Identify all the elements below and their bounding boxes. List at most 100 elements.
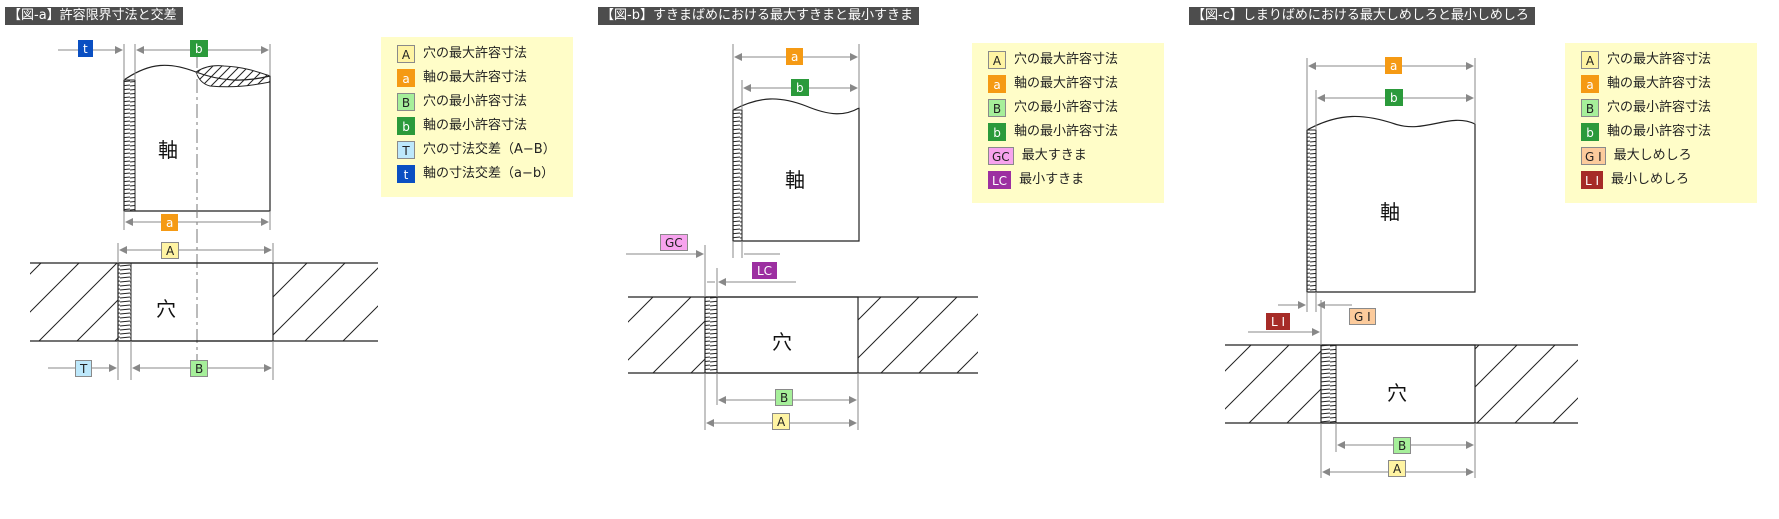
legend-text: 軸の最大許容寸法 xyxy=(1607,76,1712,91)
legend-swatch: B xyxy=(988,99,1006,117)
legend-item: B 穴の最小許容寸法 xyxy=(397,92,527,112)
legend-text: 軸の寸法交差（a−b） xyxy=(423,166,555,181)
panel-b-title: 【図-b】すきまばめにおける最大すきまと最小すきま xyxy=(598,7,919,25)
hole-wall-left xyxy=(628,297,705,373)
dim-label-B: B xyxy=(190,360,209,377)
hole-wall-left xyxy=(30,263,118,341)
legend-item: G I 最大しめしろ xyxy=(1581,146,1692,166)
dim-label-a: a xyxy=(786,48,804,65)
dim-label-A: A xyxy=(772,413,791,430)
dim-label-a: a xyxy=(1385,57,1403,74)
legend-text: 穴の最大許容寸法 xyxy=(1607,52,1712,67)
legend-swatch: b xyxy=(988,123,1006,141)
dim-label-t: t xyxy=(78,40,93,57)
shaft-label: 軸 xyxy=(1380,200,1400,224)
legend-swatch: L I xyxy=(1581,171,1604,189)
panel-c-title: 【図-c】しまりばめにおける最大しめしろと最小しめしろ xyxy=(1189,7,1535,25)
legend-text: 最大しめしろ xyxy=(1613,148,1692,163)
panel-c-drawing xyxy=(1225,58,1578,478)
dim-label-T: T xyxy=(75,360,93,377)
legend-text: 軸の最小許容寸法 xyxy=(423,118,528,133)
legend-swatch: B xyxy=(1581,99,1599,117)
legend-text: 最小しめしろ xyxy=(1611,172,1690,187)
legend-swatch: G I xyxy=(1581,147,1606,165)
legend-text: 穴の最小許容寸法 xyxy=(423,94,528,109)
legend-swatch: GC xyxy=(988,147,1014,165)
legend-swatch: A xyxy=(1581,51,1599,69)
panel-a-drawing xyxy=(30,44,378,380)
legend-swatch: A xyxy=(397,45,415,63)
legend-item: b 軸の最小許容寸法 xyxy=(1581,122,1711,142)
panel-b-drawing xyxy=(626,44,978,430)
dim-label-b: b xyxy=(1385,89,1403,106)
hole-wall-right xyxy=(858,297,978,373)
dim-label-LC: LC xyxy=(752,262,778,279)
dim-label-A: A xyxy=(1388,460,1407,477)
hole-wall-left xyxy=(1225,345,1321,423)
legend-item: A 穴の最大許容寸法 xyxy=(397,44,527,64)
legend-swatch: A xyxy=(988,51,1006,69)
hole-tolerance-zone xyxy=(704,296,718,374)
legend-text: 穴の最小許容寸法 xyxy=(1607,100,1712,115)
dim-label-A: A xyxy=(161,242,180,259)
legend-swatch: b xyxy=(1581,123,1599,141)
legend-item: a 軸の最大許容寸法 xyxy=(397,68,527,88)
legend-text: 穴の最大許容寸法 xyxy=(423,46,528,61)
hole-outline xyxy=(1320,344,1476,424)
legend-text: 軸の最大許容寸法 xyxy=(423,70,528,85)
dim-label-LI: L I xyxy=(1266,313,1291,330)
legend-text: 最小すきま xyxy=(1019,172,1085,187)
legend-swatch: t xyxy=(397,165,415,183)
hole-wall-right xyxy=(273,263,378,341)
shaft-tolerance-zone xyxy=(1306,129,1317,293)
dim-label-b: b xyxy=(791,79,809,96)
legend-item: a 軸の最大許容寸法 xyxy=(1581,74,1711,94)
legend-swatch: b xyxy=(397,117,415,135)
shaft-label: 軸 xyxy=(785,168,805,192)
hole-wall-right xyxy=(1475,345,1578,423)
shaft-outline xyxy=(732,98,860,242)
legend-item: LC 最小すきま xyxy=(988,170,1084,190)
dim-label-B: B xyxy=(1393,437,1412,454)
legend-swatch: LC xyxy=(988,171,1012,189)
legend-item: a 軸の最大許容寸法 xyxy=(988,74,1118,94)
legend-text: 穴の寸法交差（A−B） xyxy=(423,142,556,157)
hole-label: 穴 xyxy=(156,297,176,321)
legend-swatch: B xyxy=(397,93,415,111)
legend-item: t 軸の寸法交差（a−b） xyxy=(397,164,554,184)
shaft-outline xyxy=(1306,115,1476,293)
shaft-tolerance-zone xyxy=(732,109,743,242)
hole-tolerance-zone xyxy=(1320,344,1337,424)
legend-text: 穴の最小許容寸法 xyxy=(1014,100,1119,115)
legend-text: 軸の最大許容寸法 xyxy=(1014,76,1119,91)
panel-a-title: 【図-a】許容限界寸法と交差 xyxy=(5,7,183,25)
legend-item: L I 最小しめしろ xyxy=(1581,170,1689,190)
legend-item: A 穴の最大許容寸法 xyxy=(1581,50,1711,70)
legend-swatch: a xyxy=(1581,75,1599,93)
legend-text: 最大すきま xyxy=(1021,148,1087,163)
hole-outline xyxy=(704,296,859,374)
legend-item: B 穴の最小許容寸法 xyxy=(988,98,1118,118)
shaft-cut-hatch xyxy=(195,65,271,88)
hole-label: 穴 xyxy=(1387,381,1407,405)
legend-item: A 穴の最大許容寸法 xyxy=(988,50,1118,70)
dim-label-b: b xyxy=(190,40,208,57)
legend-item: B 穴の最小許容寸法 xyxy=(1581,98,1711,118)
hole-outline xyxy=(117,262,274,342)
shaft-tolerance-zone xyxy=(123,79,136,212)
legend-text: 穴の最大許容寸法 xyxy=(1014,52,1119,67)
hole-tolerance-zone xyxy=(117,262,132,342)
legend-item: GC 最大すきま xyxy=(988,146,1087,166)
legend-swatch: a xyxy=(988,75,1006,93)
dim-label-GI: G I xyxy=(1349,308,1376,325)
legend-text: 軸の最小許容寸法 xyxy=(1607,124,1712,139)
legend-swatch: a xyxy=(397,69,415,87)
legend-text: 軸の最小許容寸法 xyxy=(1014,124,1119,139)
hole-label: 穴 xyxy=(772,330,792,354)
dim-label-GC: GC xyxy=(660,234,688,251)
